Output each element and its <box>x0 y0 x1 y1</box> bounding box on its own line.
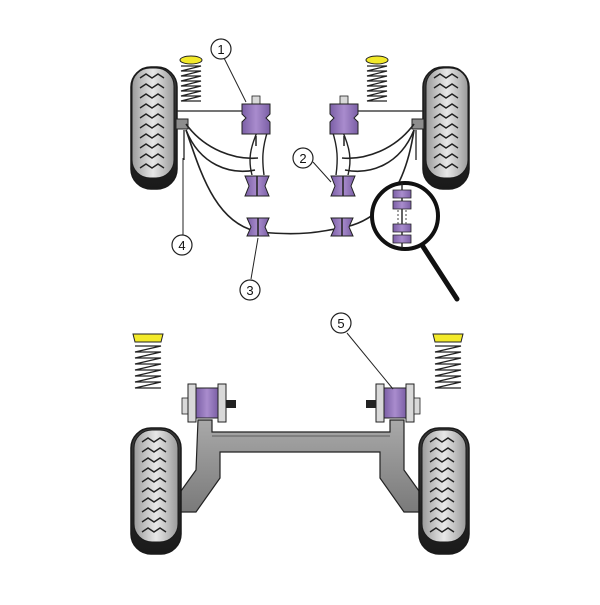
front-left-spring-icon <box>179 55 203 102</box>
front-left-mid-bush <box>244 175 270 197</box>
front-left-wishbone <box>185 123 259 172</box>
front-right-hub <box>411 118 425 130</box>
front-suspension: 1 2 3 4 <box>130 38 470 302</box>
front-right-mid-bush <box>330 175 356 197</box>
svg-text:3: 3 <box>246 283 253 298</box>
front-right-wheel-icon <box>422 66 470 190</box>
callout-4: 4 <box>171 234 193 256</box>
callout-5-leader <box>346 332 394 390</box>
front-right-arm-link <box>331 129 351 176</box>
svg-text:4: 4 <box>178 238 185 253</box>
front-left-arb-bush <box>246 217 270 237</box>
front-right-upper-bush <box>329 95 359 146</box>
magnified-drop-link-bush <box>392 183 412 248</box>
front-left-arm-link <box>249 129 269 176</box>
rear-right-pivot-bush <box>366 383 421 423</box>
callout-3: 3 <box>239 279 261 301</box>
callout-1: 1 <box>210 38 232 60</box>
callout-3-leader <box>250 237 259 280</box>
callout-2: 2 <box>292 147 314 169</box>
svg-text:1: 1 <box>217 42 224 57</box>
svg-text:5: 5 <box>337 316 344 331</box>
front-left-hub <box>175 118 189 130</box>
front-left-upper-bush <box>241 95 271 146</box>
front-left-wheel-icon <box>130 66 178 190</box>
rear-right-wheel-icon <box>418 427 470 555</box>
callout-1-leader <box>223 57 247 103</box>
rear-left-spring-icon <box>132 333 164 389</box>
front-right-arb-bush <box>330 217 354 237</box>
callout-2-leader <box>312 161 332 183</box>
rear-left-wheel-icon <box>130 427 182 555</box>
rear-left-pivot-bush <box>181 383 236 423</box>
front-right-wishbone <box>341 123 415 172</box>
svg-text:2: 2 <box>299 151 306 166</box>
rear-suspension: 5 <box>130 312 470 555</box>
front-right-spring-icon <box>365 55 389 102</box>
magnifier-icon <box>370 181 460 302</box>
callout-5: 5 <box>330 312 352 334</box>
rear-twist-beam <box>175 419 425 513</box>
rear-right-spring-icon <box>432 333 464 389</box>
